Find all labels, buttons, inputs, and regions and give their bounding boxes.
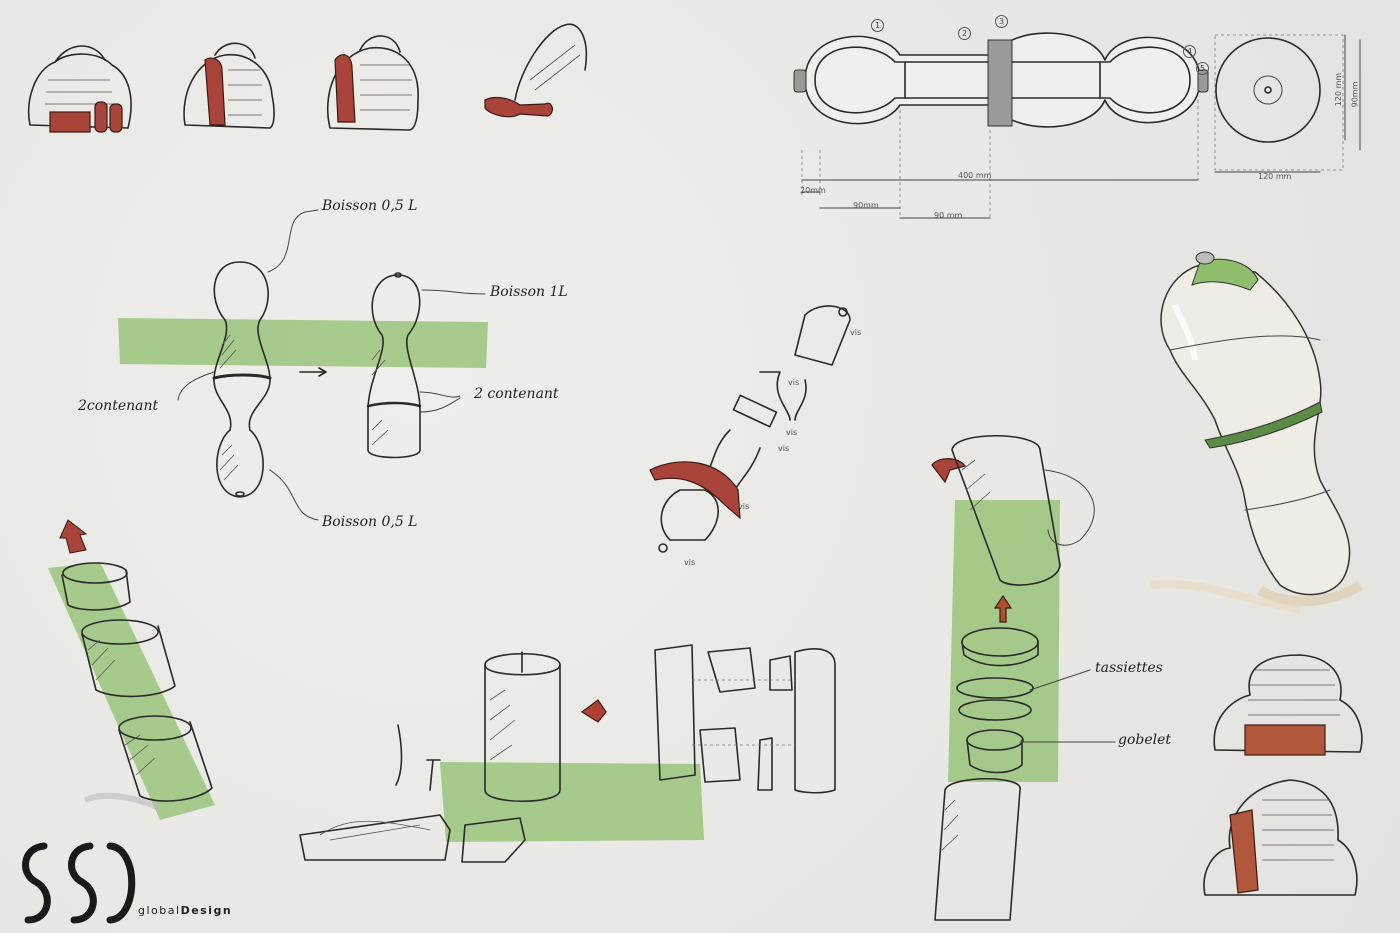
dim-side-width: 120 mm — [1258, 172, 1292, 181]
part-number-4: 4 — [1183, 45, 1196, 58]
part-number-2: 2 — [958, 27, 971, 40]
plates-exploded — [931, 434, 1116, 921]
screw-label-6: vis — [684, 558, 696, 567]
screw-label-1: vis — [850, 328, 862, 337]
label-top-half: Boisson 0,5 L — [322, 198, 418, 214]
screw-label-3: vis — [786, 428, 798, 437]
dim-height-90: 90mm — [1350, 81, 1360, 108]
brand-name: globalDesign — [138, 904, 232, 917]
arrow-right — [299, 367, 327, 377]
label-container-left: 2contenant — [78, 398, 159, 414]
dim-total-length: 400 mm — [958, 171, 992, 180]
label-plates: tassiettes — [1095, 660, 1163, 676]
dim-height-120: 120 mm — [1334, 72, 1344, 107]
label-bottom-half: Boisson 0,5 L — [322, 514, 418, 530]
brand-logo — [22, 842, 136, 924]
screw-label-4: vis — [778, 444, 790, 453]
backpack-sketch-1 — [28, 45, 132, 133]
backpack-sketch-3 — [326, 35, 419, 131]
dim-20: 20mm — [800, 186, 826, 195]
screw-label-2: vis — [788, 378, 800, 387]
exploded-assembly — [649, 305, 851, 553]
marker-band-left-stack — [48, 562, 215, 820]
backpack-sketch-6 — [1203, 779, 1358, 896]
screw-label-5: vis — [738, 502, 750, 511]
dim-90b: 90 mm — [934, 211, 963, 220]
dim-90a: 90mm — [853, 201, 879, 210]
backpack-sketch-2 — [183, 42, 275, 129]
part-number-1: 1 — [871, 19, 884, 32]
marker-band-tiffin — [440, 762, 704, 842]
backpack-sketch-4 — [484, 23, 588, 118]
bottle-render — [1149, 251, 1363, 614]
part-number-3: 3 — [995, 15, 1008, 28]
backpack-sketch-5 — [1213, 654, 1363, 756]
label-container-right: 2 contenant — [474, 386, 559, 402]
brand-name-light: global — [138, 904, 181, 917]
tiffin-set — [299, 644, 836, 863]
brand-name-bold: Design — [180, 904, 233, 917]
technical-drawing — [793, 32, 1361, 219]
stacked-containers — [59, 519, 213, 811]
bottle-double — [212, 261, 272, 498]
label-one-litre: Boisson 1L — [490, 284, 568, 300]
label-cup: gobelet — [1118, 732, 1172, 748]
marker-band-plates — [948, 500, 1060, 782]
part-number-5: 5 — [1196, 62, 1209, 75]
bottle-single — [366, 272, 422, 459]
marker-band-bottles — [118, 318, 488, 368]
